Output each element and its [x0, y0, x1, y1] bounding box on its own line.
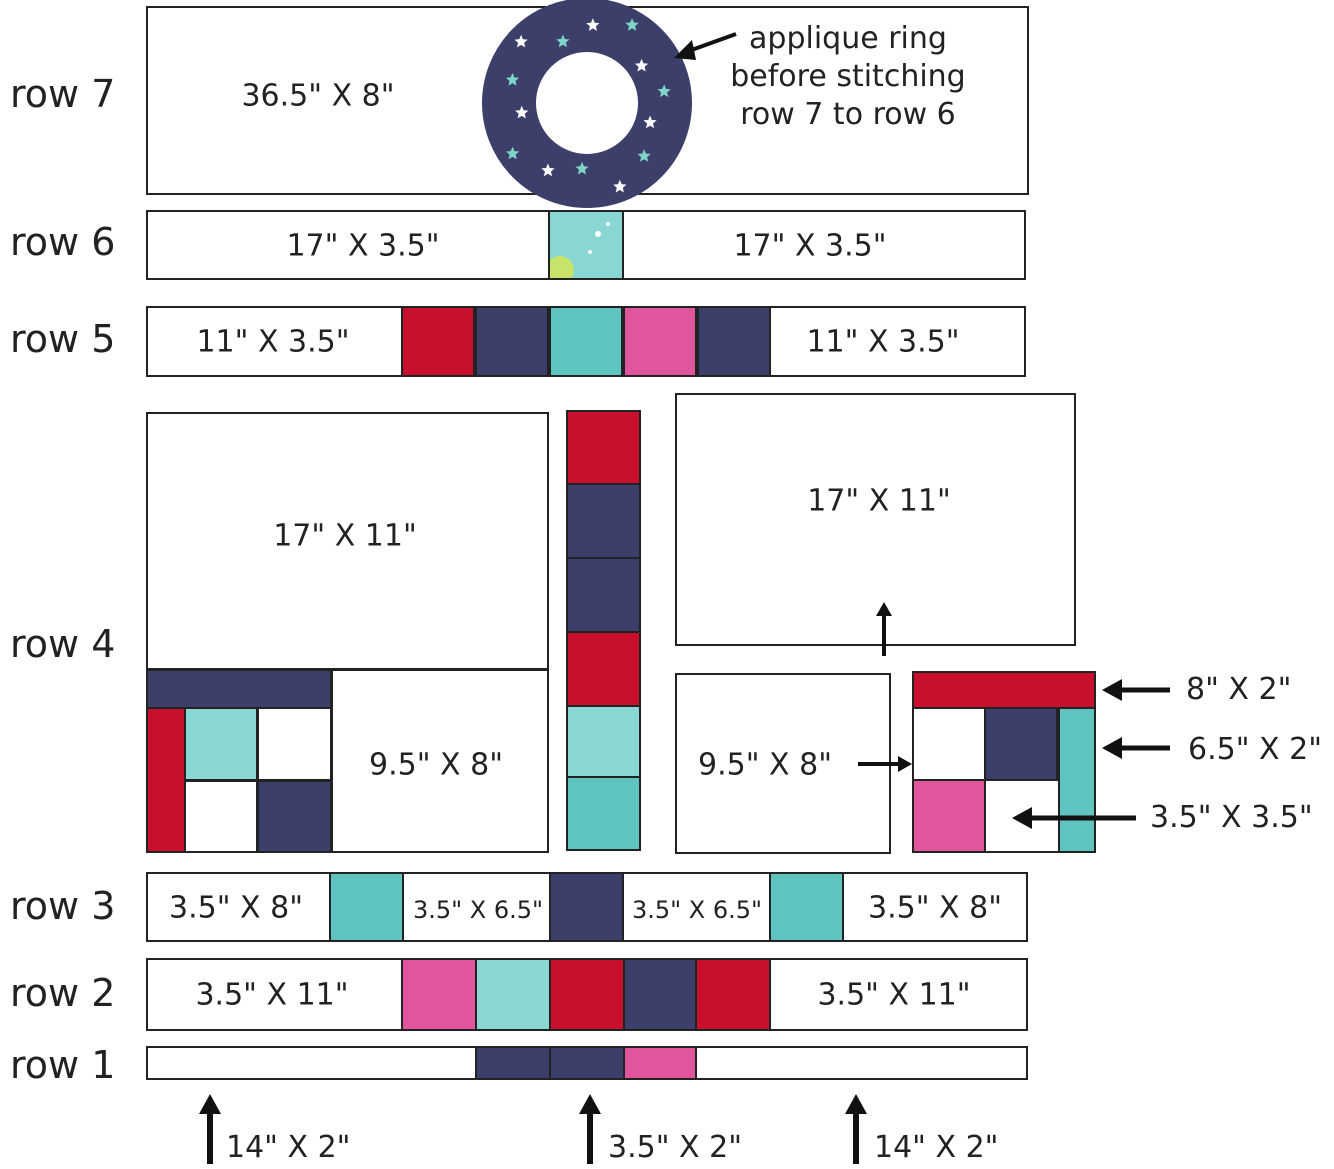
corner-square-white-1 [912, 707, 986, 781]
row-1-label: row 1 [10, 1043, 116, 1087]
corner-square-pink [912, 779, 986, 853]
row-2-block-3 [549, 958, 625, 1031]
arrow-strip-65x2 [1102, 737, 1170, 759]
ring-star [634, 58, 649, 72]
row-6-left-size: 17" X 3.5" [286, 228, 440, 264]
bottom-center-label: 3.5" X 2" [608, 1130, 743, 1165]
arrow-square-35 [1012, 807, 1136, 829]
arrow-to-corner-block [858, 756, 912, 772]
row-4-left-top-strip [146, 669, 332, 709]
row-6-label: row 6 [10, 220, 116, 264]
row-3-block-1 [329, 872, 404, 942]
row-4-left-square-white-2 [184, 780, 258, 853]
ring-star [515, 105, 529, 119]
ring-arrow [674, 32, 737, 60]
row-3-size-b: 3.5" X 6.5" [412, 896, 544, 924]
row-6-center-block [548, 210, 624, 280]
ring-note-line-2: before stitching [730, 59, 966, 94]
up-arrow-to-right-top-panel [876, 602, 892, 656]
row-2-block-4 [623, 958, 697, 1031]
ring-star [505, 146, 520, 160]
ring-star [643, 115, 657, 129]
row-4-left-top-size: 17" X 11" [273, 518, 417, 554]
row-4-center-block-5 [566, 705, 641, 778]
arrow-strip-8x2 [1102, 679, 1170, 701]
row-5-block-3 [549, 306, 623, 377]
row-5-label: row 5 [10, 317, 116, 361]
row-4-center-block-4 [566, 631, 641, 707]
row-2-left-size: 3.5" X 11" [195, 977, 349, 1013]
ring-star [637, 149, 651, 162]
row-4-left-top-panel: 17" X 11" [146, 412, 549, 670]
row-4-center-block-2 [566, 483, 641, 559]
bottom-right-label: 14" X 2" [874, 1130, 999, 1165]
ring-star [575, 161, 589, 175]
row-5-block-4 [623, 306, 697, 377]
row-3-size-a: 3.5" X 8" [168, 890, 304, 926]
row-4-left-square-white-1 [257, 707, 332, 781]
corner-square-navy [984, 707, 1058, 781]
row-4-center-block-6 [566, 776, 641, 851]
row-4-left-bottom-size: 9.5" X 8" [368, 747, 504, 783]
corner-strip-top [912, 671, 1096, 709]
row-4-left-side-strip [146, 707, 186, 853]
square-35-label: 3.5" X 3.5" [1150, 800, 1313, 835]
arrow-bottom-center [579, 1094, 601, 1164]
row-6-right-size: 17" X 3.5" [733, 228, 887, 264]
row-4-right-top-size: 17" X 11" [807, 483, 951, 519]
row-1-block-1 [475, 1046, 551, 1080]
row-3-label: row 3 [10, 884, 116, 928]
row-5-block-1 [401, 306, 475, 377]
arrow-bottom-left [199, 1094, 221, 1164]
row-4-label: row 4 [10, 622, 116, 666]
row-4-left-square-navy [257, 780, 332, 853]
bottom-left-label: 14" X 2" [226, 1130, 351, 1165]
row-1-block-3 [623, 1046, 697, 1080]
row-3-size-d: 3.5" X 8" [867, 890, 1003, 926]
row-3-block-3 [769, 872, 844, 942]
row-5-block-5 [697, 306, 771, 377]
strip-8x2-label: 8" X 2" [1186, 672, 1292, 707]
strip-65x2-label: 6.5" X 2" [1188, 732, 1323, 767]
row-3-block-2 [549, 872, 624, 942]
row-4-right-bottom-size: 9.5" X 8" [697, 747, 833, 783]
ring-note-line-3: row 7 to row 6 [740, 97, 956, 132]
ring-star [514, 34, 528, 48]
ring-star [625, 18, 639, 31]
arrow-bottom-right [845, 1094, 867, 1164]
row-2-label: row 2 [10, 971, 116, 1015]
row-5-block-2 [475, 306, 549, 377]
ring-star [613, 179, 627, 193]
ring-note: applique ring before stitching row 7 to … [718, 20, 978, 134]
applique-ring [482, 0, 692, 208]
row-4-right-bottom-panel: 9.5" X 8" [675, 673, 891, 854]
ring-star [505, 72, 520, 86]
row-2-block-1 [401, 958, 477, 1031]
ring-star [541, 163, 555, 177]
row-4-center-block-3 [566, 557, 641, 633]
ring-note-line-1: applique ring [749, 21, 947, 56]
ring-star [657, 84, 671, 98]
row-4-left-bottom-panel: 9.5" X 8" [331, 669, 549, 853]
row-7-size-label: 36.5" X 8" [241, 78, 395, 114]
row-5-left-size: 11" X 3.5" [196, 324, 350, 360]
row-4-center-block-1 [566, 410, 641, 485]
row-1-block-2 [549, 1046, 625, 1080]
row-4-right-top-panel: 17" X 11" [675, 393, 1076, 646]
ring-star [586, 18, 600, 31]
row-3-size-c: 3.5" X 6.5" [631, 896, 763, 924]
row-2-block-5 [695, 958, 771, 1031]
ring-star [556, 34, 570, 48]
row-2-right-size: 3.5" X 11" [817, 977, 971, 1013]
row-5-right-size: 11" X 3.5" [806, 324, 960, 360]
row-2-block-2 [475, 958, 551, 1031]
row-7-label: row 7 [10, 72, 116, 116]
row-4-left-square-aqua [184, 707, 258, 781]
